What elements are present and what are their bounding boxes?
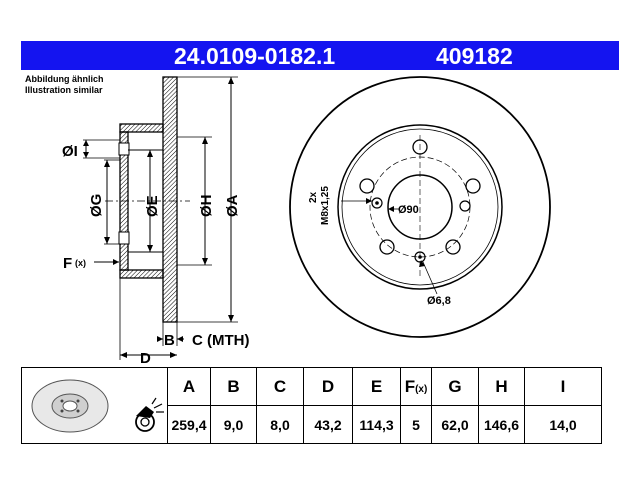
value-A: 259,4 bbox=[167, 405, 211, 444]
dim-H-label: ØH bbox=[198, 195, 215, 218]
thread-size-label: M8x1,25 bbox=[320, 186, 331, 225]
dim-B-label: B bbox=[164, 332, 175, 349]
front-view: 2x M8x1,25 Ø90 Ø6,8 bbox=[289, 76, 551, 338]
bolt-hole-5 bbox=[359, 178, 375, 194]
dim-C-label: C (MTH) bbox=[192, 332, 249, 349]
value-D: 43,2 bbox=[303, 405, 353, 444]
header-E: E bbox=[352, 367, 401, 406]
dim-E-label: ØE bbox=[144, 195, 161, 217]
dim-F-label: F bbox=[63, 255, 72, 272]
thread-hole-left bbox=[371, 197, 383, 209]
dim-A: ØA bbox=[177, 76, 241, 323]
header-G: G bbox=[431, 367, 479, 406]
small-hole bbox=[414, 251, 426, 263]
hat-wall-bottom bbox=[119, 269, 164, 279]
dim-H: ØH bbox=[177, 136, 215, 266]
value-C: 8,0 bbox=[256, 405, 304, 444]
brake-icon bbox=[135, 397, 164, 432]
dim-I-label: ØI bbox=[62, 143, 78, 160]
spec-table: A B C D E F(x) G H I 259,4 9,0 8,0 43,2 … bbox=[21, 367, 602, 444]
thumbnail-images bbox=[31, 379, 164, 433]
thread-count-label: 2x bbox=[308, 191, 319, 203]
bolt-hole-2 bbox=[465, 178, 481, 194]
center-bore-label: Ø90 bbox=[398, 204, 419, 216]
part-number: 24.0109-0182.1 bbox=[174, 43, 336, 69]
thread-hole-right bbox=[459, 200, 471, 212]
dim-B-C: B C (MTH) bbox=[157, 322, 249, 349]
header-D: D bbox=[303, 367, 353, 406]
article-code: 409182 bbox=[436, 43, 513, 69]
value-I: 14,0 bbox=[524, 405, 602, 444]
note-line-de: Abbildung ähnlich bbox=[25, 74, 104, 84]
dim-E: ØE bbox=[140, 149, 161, 253]
spec-header-row: A B C D E F(x) G H I bbox=[21, 367, 602, 444]
title-banner: 24.0109-0182.1 409182 bbox=[21, 41, 619, 70]
hat-wall-top bbox=[119, 123, 164, 133]
hat-inner-edge bbox=[341, 128, 499, 286]
illustration-note: Abbildung ähnlich Illustration similar bbox=[25, 74, 104, 96]
dim-A-label: ØA bbox=[224, 194, 241, 217]
hat-outer-edge bbox=[337, 124, 503, 290]
header-C: C bbox=[256, 367, 304, 406]
disc-thumbnail bbox=[31, 379, 109, 433]
value-H: 146,6 bbox=[478, 405, 525, 444]
hole-dia-label: Ø6,8 bbox=[427, 295, 451, 307]
dim-I: ØI bbox=[62, 139, 120, 160]
bolt-hole-4 bbox=[379, 239, 395, 255]
dim-F-sup: (x) bbox=[75, 258, 86, 268]
bolt-hole-3 bbox=[445, 239, 461, 255]
header-B: B bbox=[210, 367, 257, 406]
header-F: F(x) bbox=[400, 367, 432, 406]
header-A: A bbox=[167, 367, 211, 406]
header-F-letter: F bbox=[404, 376, 416, 396]
bolt-hole-upper bbox=[118, 142, 130, 156]
value-F: 5 bbox=[400, 405, 432, 444]
value-G: 62,0 bbox=[431, 405, 479, 444]
dim-F: F (x) bbox=[63, 255, 119, 272]
dim-G: ØG bbox=[88, 159, 120, 245]
header-I: I bbox=[524, 367, 602, 406]
header-F-sup: (x) bbox=[415, 383, 428, 395]
thumbnail-cell bbox=[21, 367, 168, 444]
friction-ring-section bbox=[162, 76, 178, 323]
outer-rim bbox=[289, 76, 551, 338]
dim-G-label: ØG bbox=[88, 194, 105, 217]
value-B: 9,0 bbox=[210, 405, 257, 444]
bolt-hole-1 bbox=[412, 139, 428, 155]
dim-D-label: D bbox=[140, 350, 151, 367]
bolt-hole-lower bbox=[118, 231, 130, 245]
note-line-en: Illustration similar bbox=[25, 85, 103, 95]
spec-value-row: 259,4 9,0 8,0 43,2 114,3 5 62,0 146,6 14… bbox=[22, 405, 602, 444]
dim-D: D bbox=[119, 278, 177, 367]
header-H: H bbox=[478, 367, 525, 406]
value-E: 114,3 bbox=[352, 405, 401, 444]
